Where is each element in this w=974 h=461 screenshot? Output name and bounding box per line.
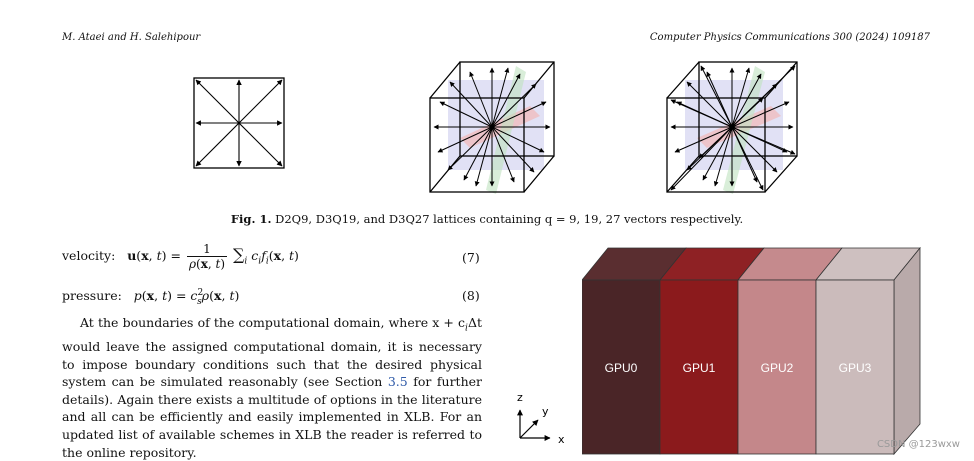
equation-number-7: (7) — [462, 250, 480, 265]
equation-pressure: pressure: p(x, t) = c2sρ(x, t) — [62, 288, 240, 307]
figure-caption: Fig. 1. D2Q9, D3Q19, and D3Q27 lattices … — [0, 212, 974, 226]
gpu2-block — [737, 279, 817, 455]
gpu1-label: GPU1 — [683, 361, 716, 375]
running-header-journal: Computer Physics Communications 300 (202… — [649, 32, 930, 43]
axes-diagram: z y x — [517, 391, 565, 446]
equation-number-8: (8) — [462, 288, 480, 303]
gpu3-block — [815, 279, 895, 455]
caption-label: Fig. 1. — [230, 212, 272, 226]
axis-label-x: x — [558, 433, 565, 446]
gpu3-label: GPU3 — [839, 361, 872, 375]
gpu0-label: GPU0 — [605, 361, 638, 375]
gpu0-block — [582, 279, 661, 455]
paragraph-part1: At the boundaries of the computational d… — [80, 315, 466, 330]
lattice-d2q9 — [193, 77, 285, 169]
paragraph-part3: for further details). Again there exists… — [62, 374, 482, 460]
velocity-label: velocity: — [62, 248, 116, 263]
lattice-d3q19 — [429, 61, 555, 194]
axis-label-y: y — [542, 405, 549, 418]
body-paragraph: At the boundaries of the computational d… — [62, 315, 482, 460]
gpu-decomposition-diagram: GPU0 GPU1 GPU2 GPU3 — [582, 246, 921, 456]
gpu3-side-face — [893, 246, 921, 456]
section-link[interactable]: 3.5 — [387, 374, 408, 390]
pressure-label: pressure: — [62, 288, 122, 304]
watermark: CSDN @123wxw — [876, 439, 960, 450]
running-header-authors: M. Ataei and H. Salehipour — [62, 32, 201, 43]
gpu2-label: GPU2 — [761, 361, 794, 375]
gpu1-block — [659, 279, 739, 455]
axis-label-z: z — [517, 391, 523, 404]
caption-text: D2Q9, D3Q19, and D3Q27 lattices containi… — [275, 212, 744, 226]
lattice-d3q27 — [666, 61, 798, 194]
paragraph-part2: Δt would leave the assigned computationa… — [62, 315, 482, 390]
